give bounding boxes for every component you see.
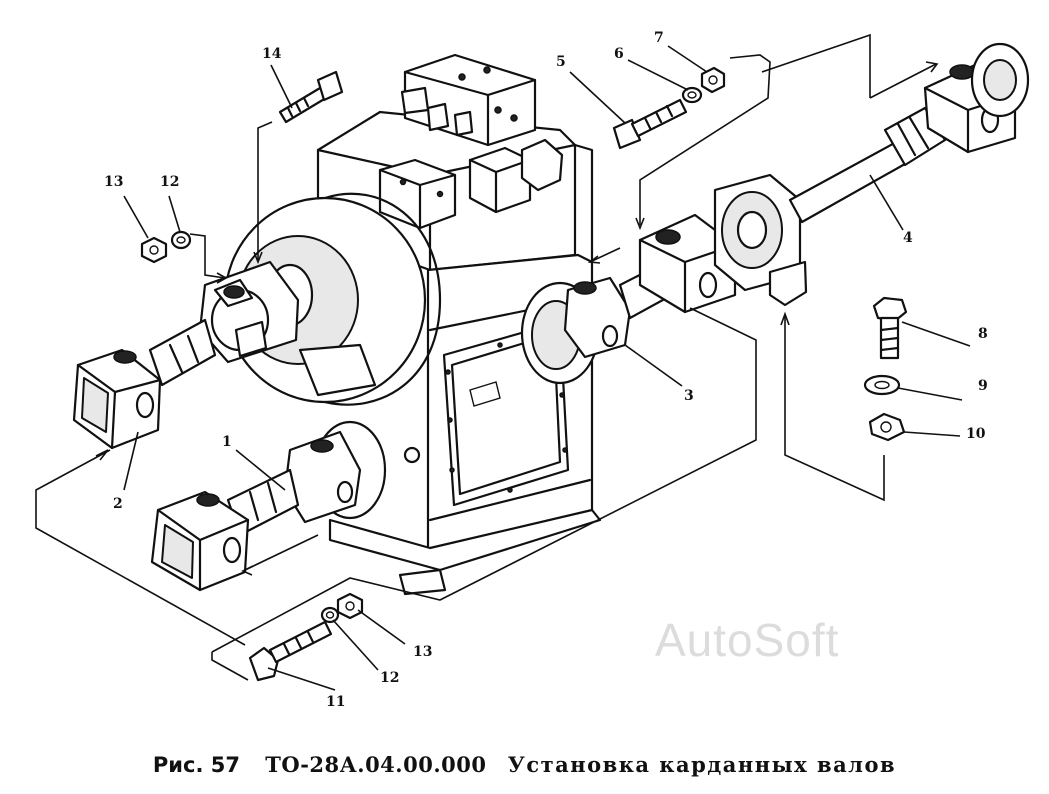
assembly-lines	[35, 33, 939, 681]
callout-6: 6	[614, 46, 624, 62]
callout-11: 11	[326, 694, 345, 710]
callout-12-lower: 12	[380, 670, 399, 686]
figure-label: Рис. 57	[152, 753, 240, 777]
callout-9: 9	[978, 378, 988, 394]
nut-13-upper	[140, 236, 168, 264]
figure-title: Установка карданных валов	[507, 752, 897, 777]
callout-14: 14	[262, 46, 282, 62]
watermark: AutoSoft	[655, 614, 839, 666]
bolt-11	[248, 620, 333, 682]
washer-12-upper	[170, 230, 192, 250]
washer-6	[681, 86, 703, 104]
bolt-8	[872, 296, 908, 360]
callout-5: 5	[556, 54, 566, 70]
callout-4: 4	[903, 230, 913, 246]
callout-2: 2	[113, 496, 123, 512]
washer-9	[863, 374, 901, 396]
nut-7	[700, 66, 726, 94]
bolt-14	[278, 70, 344, 124]
callout-12-upper: 12	[160, 174, 179, 190]
driveshaft-2	[72, 260, 300, 450]
washer-12-lower	[320, 606, 340, 624]
callout-13-upper: 13	[104, 174, 123, 190]
bolt-5	[612, 98, 688, 150]
callout-leaders	[123, 45, 971, 691]
driveshaft-3	[520, 260, 674, 385]
callout-8: 8	[978, 326, 988, 342]
driveshaft-1	[150, 420, 387, 592]
callout-13-lower: 13	[413, 644, 432, 660]
callout-1: 1	[222, 434, 232, 450]
figure-caption: Рис. 57 ТО-28А.04.00.000 Установка карда…	[0, 752, 1049, 777]
nut-13-lower	[336, 592, 364, 620]
nut-10	[868, 412, 906, 442]
driveshaft-4	[638, 42, 1030, 314]
callout-3: 3	[684, 388, 694, 404]
callout-10: 10	[966, 426, 986, 442]
callout-7: 7	[654, 30, 664, 46]
figure-code: ТО-28А.04.00.000	[265, 752, 487, 777]
